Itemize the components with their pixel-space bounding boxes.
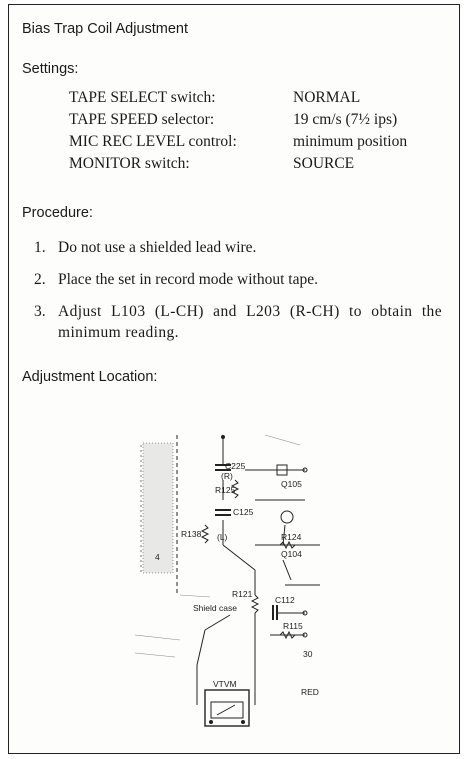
setting-value: minimum position — [293, 133, 408, 150]
step-text: Do not use a shielded lead wire. — [58, 239, 257, 256]
setting-label: MONITOR switch: — [69, 155, 190, 172]
page-title: Bias Trap Coil Adjustment — [22, 21, 189, 37]
label-r138: R138 — [181, 529, 202, 539]
setting-value: SOURCE — [293, 155, 355, 172]
step-number: 1. — [34, 239, 46, 256]
settings-heading: Settings: — [22, 61, 79, 77]
label-c225: C225 — [225, 461, 246, 471]
procedure-step: 1. Do not use a shielded lead wire. — [22, 237, 442, 258]
settings-row: MIC REC LEVEL control: minimum position — [69, 131, 407, 153]
label-r121: R121 — [232, 589, 253, 599]
label-r115: R115 — [283, 621, 303, 631]
label-q105: Q105 — [281, 479, 302, 489]
location-heading: Adjustment Location: — [22, 369, 158, 385]
setting-value: NORMAL — [293, 89, 361, 106]
label-r: (R) — [221, 471, 233, 481]
label-shield-case: Shield case — [193, 603, 237, 613]
label-l: (L) — [217, 532, 228, 542]
setting-label: MIC REC LEVEL control: — [69, 133, 237, 150]
settings-row: TAPE SELECT switch: NORMAL — [69, 87, 407, 109]
label-r124: R124 — [281, 532, 302, 542]
label-c112: C112 — [275, 595, 295, 605]
procedure-list: 1. Do not use a shielded lead wire. 2. P… — [22, 237, 442, 354]
adjustment-sheet: Bias Trap Coil Adjustment Settings: TAPE… — [8, 4, 460, 754]
step-text: Adjust L103 (L-CH) and L203 (R-CH) to ob… — [58, 303, 442, 341]
settings-row: TAPE SPEED selector: 19 cm/s (7½ ips) — [69, 109, 407, 131]
setting-label: TAPE SELECT switch: — [69, 89, 216, 106]
setting-label: TAPE SPEED selector: — [69, 111, 215, 128]
label-q104: Q104 — [281, 549, 302, 559]
procedure-heading: Procedure: — [22, 205, 93, 221]
step-number: 3. — [34, 303, 46, 320]
procedure-step: 2. Place the set in record mode without … — [22, 269, 442, 290]
label-red: RED — [301, 687, 319, 697]
step-number: 2. — [34, 271, 46, 288]
setting-value: 19 cm/s (7½ ips) — [293, 111, 398, 128]
adjustment-location-schematic: C225 (R) R125 Q105 C125 (L) R138 R124 Q1… — [134, 434, 320, 727]
label-four: 4 — [155, 552, 160, 562]
settings-table: TAPE SELECT switch: NORMAL TAPE SPEED se… — [69, 87, 407, 175]
procedure-step: 3. Adjust L103 (L-CH) and L203 (R-CH) to… — [22, 301, 442, 343]
label-c125: C125 — [233, 507, 254, 517]
label-30: 30 — [303, 649, 313, 659]
label-vtvm: VTVM — [213, 679, 237, 689]
label-r125: R125 — [215, 485, 236, 495]
step-text: Place the set in record mode without tap… — [58, 271, 318, 288]
settings-row: MONITOR switch: SOURCE — [69, 153, 407, 175]
